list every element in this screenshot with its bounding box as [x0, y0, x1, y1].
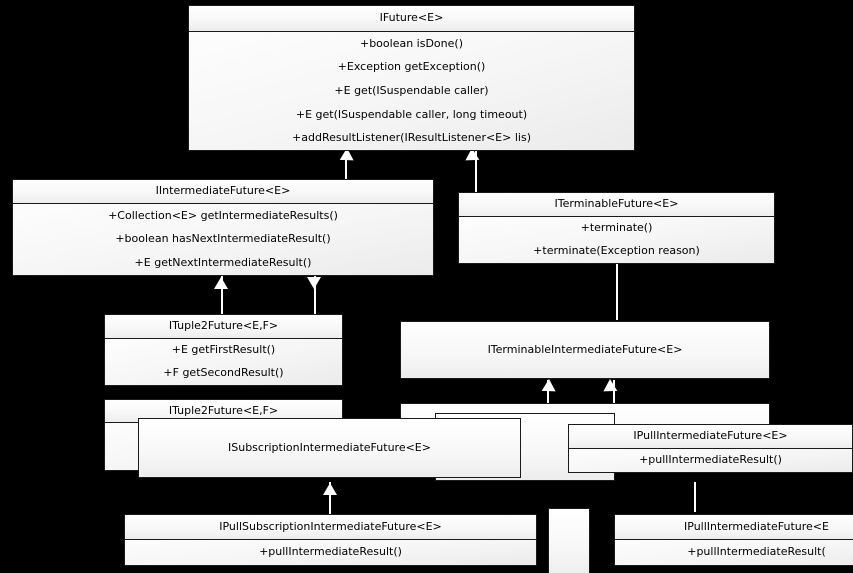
class-box-ifuture[interactable]: IFuture<E> +boolean isDone() +Exception … [188, 5, 635, 151]
edge-iintermediatefuture-to-ifuture [345, 150, 347, 190]
class-member: +Exception getException() [337, 60, 486, 74]
class-box-ipullsubscriptionintermediatefuture[interactable]: IPullSubscriptionIntermediateFuture<E> +… [124, 514, 537, 566]
class-members-ipullsubscriptionintermediatefuture: +pullIntermediateResult() [125, 539, 536, 565]
class-member: +E getNextIntermediateResult() [134, 256, 312, 270]
class-member: +pullIntermediateResult() [639, 453, 782, 467]
edge-iterminableintermediate-to-iintermediate [314, 276, 316, 320]
class-box-iterminablefuture[interactable]: ITerminableFuture<E> +terminate() +termi… [458, 192, 775, 264]
class-member: +addResultListener(IResultListener<E> li… [292, 131, 531, 145]
edge-iterminablefuture-to-ifuture [475, 150, 477, 194]
class-name-iterminableintermediatefuture: ITerminableIntermediateFuture<E> [401, 322, 769, 378]
inheritance-arrow-from-iintermediatefuture-right [307, 277, 321, 289]
class-name-iintermediatefuture: IIntermediateFuture<E> [13, 180, 433, 203]
edge-ipullsubscription-to-ipullintermediate [694, 482, 696, 512]
class-name-ipullsubscriptionintermediatefuture: IPullSubscriptionIntermediateFuture<E> [125, 515, 536, 539]
class-name-blank-bottom [549, 509, 589, 573]
class-box-iterminableintermediatefuture[interactable]: ITerminableIntermediateFuture<E> [400, 321, 770, 379]
class-box-iintermediatefuture[interactable]: IIntermediateFuture<E> +Collection<E> ge… [12, 179, 434, 276]
inheritance-arrow-to-iterminableintermediate-left [538, 379, 556, 397]
class-box-ipullintermediatefuture-bottom[interactable]: IPullIntermediateFuture<E +pullIntermedi… [614, 514, 853, 566]
class-box-ipullintermediatefuture-right[interactable]: IPullIntermediateFuture<E> +pullIntermed… [568, 424, 853, 473]
edge-ituple2future-to-iintermediatefuture [221, 276, 223, 320]
class-name-isubscriptionintermediatefuture: ISubscriptionIntermediateFuture<E> [139, 419, 520, 477]
inheritance-arrow-to-iterminableintermediate-right [603, 379, 621, 397]
class-members-iintermediatefuture: +Collection<E> getIntermediateResults() … [13, 203, 433, 275]
class-members-ituple2future-upper: +E getFirstResult() +F getSecondResult() [105, 338, 342, 385]
class-box-isubscriptionintermediatefuture[interactable]: ISubscriptionIntermediateFuture<E> [138, 418, 521, 478]
class-name-ipullintermediatefuture-bottom: IPullIntermediateFuture<E [615, 515, 853, 539]
inheritance-arrow-to-iintermediatefuture-left [214, 277, 228, 289]
inheritance-arrow-to-isubscriptionintermediate [323, 483, 337, 495]
class-members-ipullintermediatefuture-bottom: +pullIntermediateResult( [615, 539, 853, 565]
class-members-ipullintermediatefuture-right: +pullIntermediateResult() [569, 448, 852, 472]
class-member: +Collection<E> getIntermediateResults() [108, 208, 338, 222]
class-name-ifuture: IFuture<E> [189, 6, 634, 31]
class-box-ituple2future-upper[interactable]: ITuple2Future<E,F> +E getFirstResult() +… [104, 314, 343, 386]
class-member: +pullIntermediateResult( [687, 545, 826, 559]
edge-iterminableintermediate-to-iterminablefuture [616, 264, 618, 320]
edge-ipullintermediate-to-iterminableintermediate [613, 380, 615, 418]
class-member: +F getSecondResult() [163, 366, 284, 380]
class-member: +boolean isDone() [359, 36, 463, 50]
class-member: +pullIntermediateResult() [259, 545, 402, 559]
class-member: +E get(ISuspendable caller) [334, 83, 489, 97]
class-name-ipullintermediatefuture-right: IPullIntermediateFuture<E> [569, 425, 852, 448]
edge-ipullsubscription-to-isubscription [329, 482, 331, 518]
class-member: +terminate(Exception reason) [533, 244, 700, 258]
class-member: +boolean hasNextIntermediateResult() [115, 232, 331, 246]
class-member: +E get(ISuspendable caller, long timeout… [295, 107, 528, 121]
class-name-ituple2future-upper: ITuple2Future<E,F> [105, 315, 342, 338]
class-name-iterminablefuture: ITerminableFuture<E> [459, 193, 774, 216]
class-member: +terminate() [580, 221, 653, 235]
class-member: +E getFirstResult() [171, 343, 276, 357]
class-members-ifuture: +boolean isDone() +Exception getExceptio… [189, 31, 634, 150]
class-box-blank-bottom[interactable] [548, 508, 590, 573]
class-members-iterminablefuture: +terminate() +terminate(Exception reason… [459, 216, 774, 263]
edge-isubscription-to-iterminableintermediate [547, 380, 549, 418]
